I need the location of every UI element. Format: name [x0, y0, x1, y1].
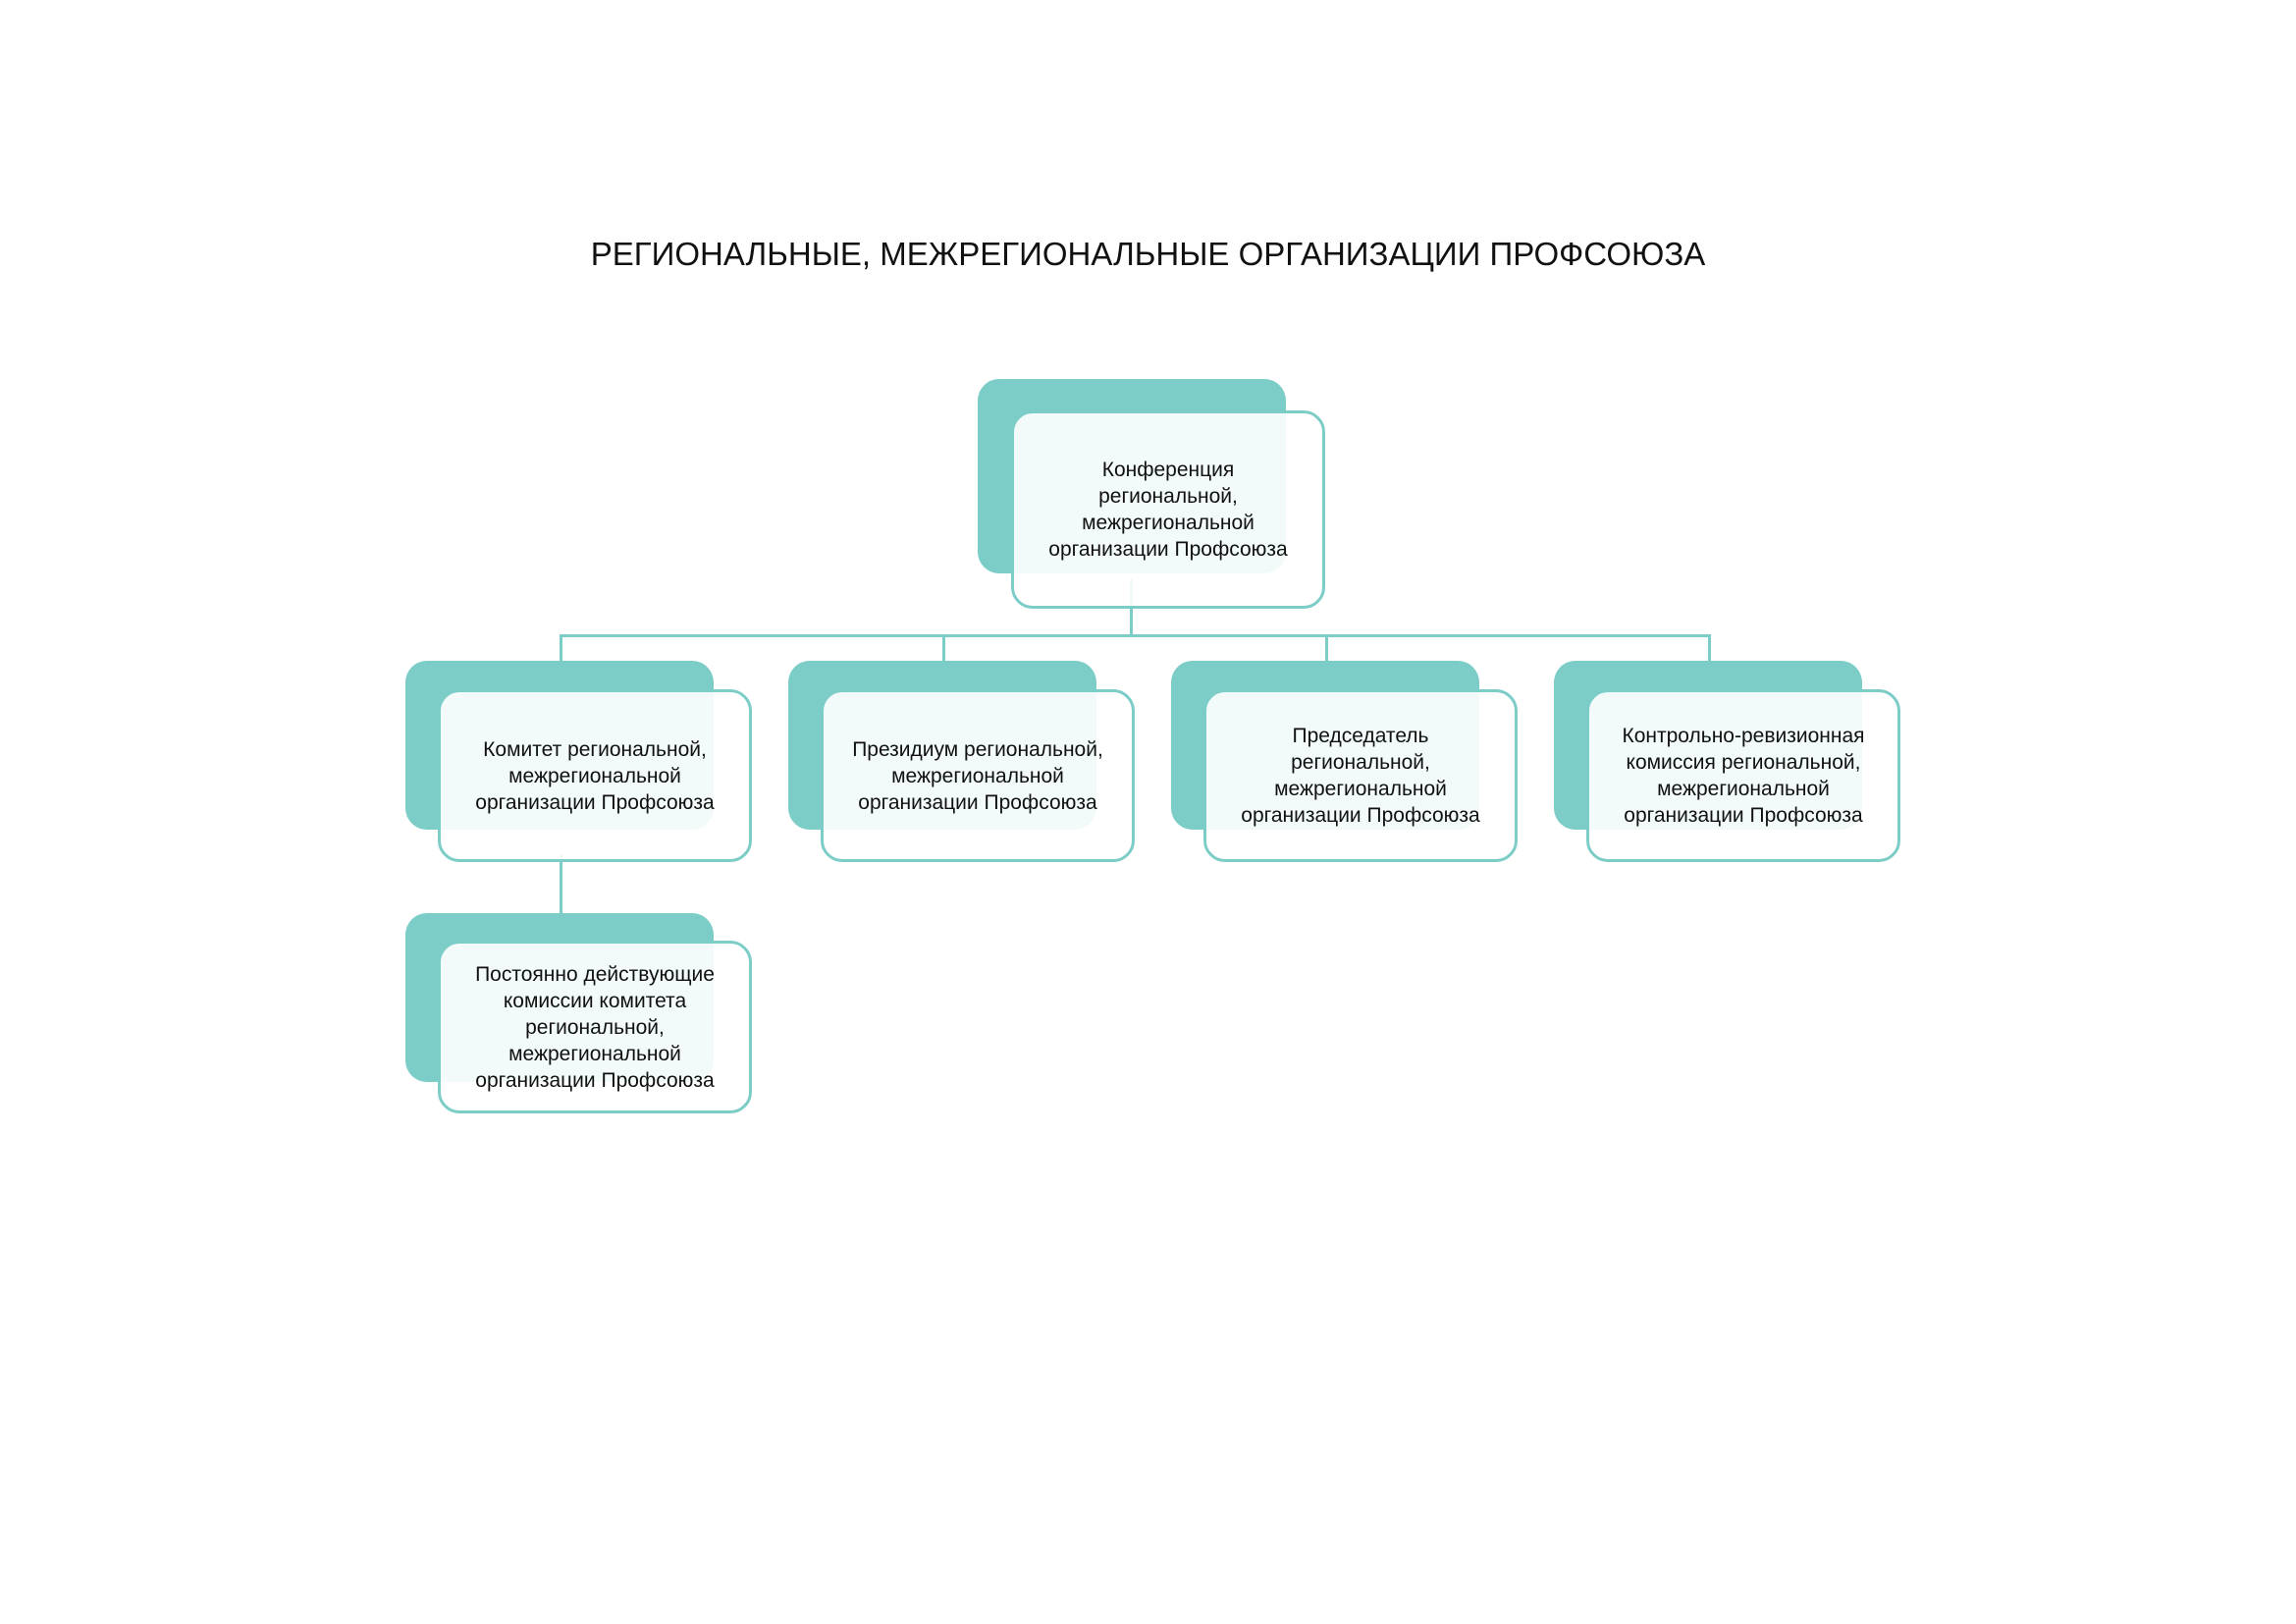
node-label: Постоянно действующие комиссии комитета …: [475, 962, 715, 1092]
node-label: Комитет региональной, межрегиональной ор…: [475, 737, 715, 814]
node-box: Конференция региональной, межрегионально…: [1011, 410, 1325, 609]
node-box: Контрольно-ревизионная комиссия регионал…: [1586, 689, 1900, 862]
node-box: Постоянно действующие комиссии комитета …: [438, 941, 752, 1113]
node-label: Председатель региональной, межрегиональн…: [1241, 725, 1480, 827]
connector: [560, 854, 562, 913]
node-label: Президиум региональной, межрегиональной …: [852, 737, 1103, 814]
connector: [1708, 634, 1711, 662]
diagram-title: РЕГИОНАЛЬНЫЕ, МЕЖРЕГИОНАЛЬНЫЕ ОРГАНИЗАЦИ…: [590, 236, 1706, 272]
connector: [560, 634, 1711, 637]
node-label: Конференция региональной, межрегионально…: [1048, 459, 1288, 561]
node-box: Председатель региональной, межрегиональн…: [1203, 689, 1518, 862]
connector: [560, 634, 562, 662]
node-box: Комитет региональной, межрегиональной ор…: [438, 689, 752, 862]
connector: [942, 634, 945, 662]
connector: [1325, 634, 1328, 662]
node-box: Президиум региональной, межрегиональной …: [821, 689, 1135, 862]
node-label: Контрольно-ревизионная комиссия регионал…: [1622, 725, 1865, 827]
